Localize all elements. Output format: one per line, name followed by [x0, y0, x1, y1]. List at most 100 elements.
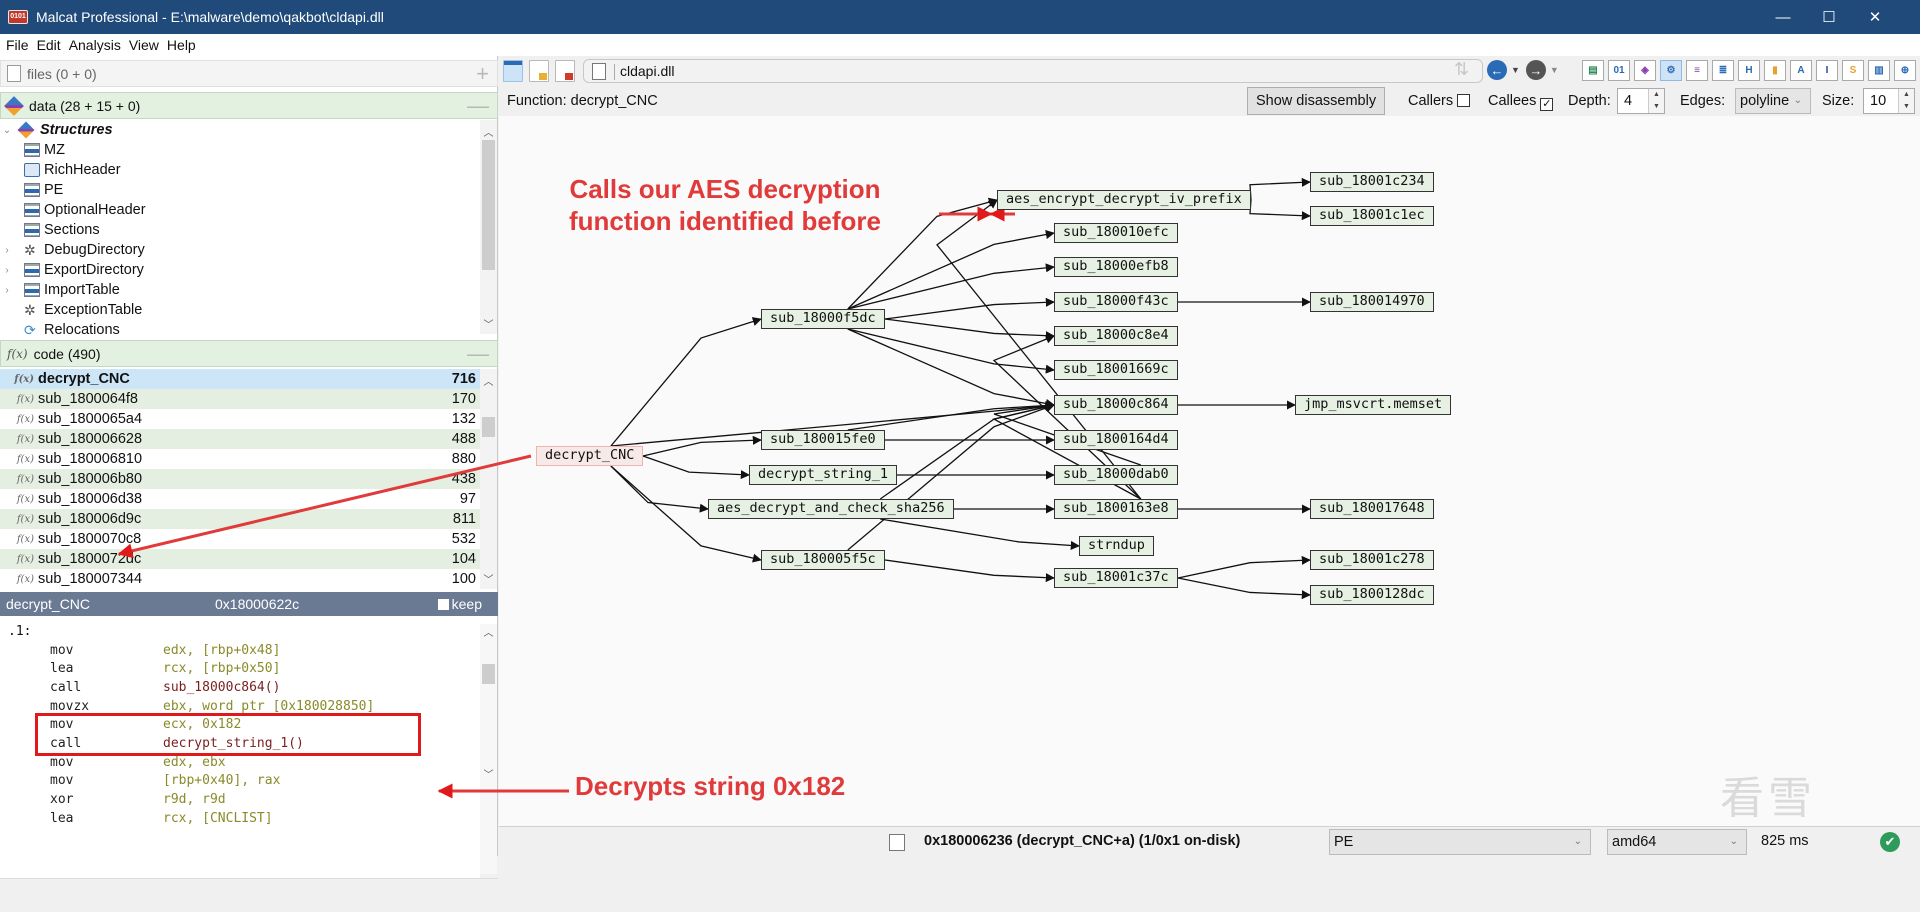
- graph-node[interactable]: sub_18000dab0: [1054, 465, 1178, 485]
- header-icon[interactable]: H: [1738, 60, 1760, 81]
- graph-node[interactable]: sub_1800164d4: [1054, 430, 1178, 450]
- structure-icon[interactable]: ◈: [1634, 60, 1656, 81]
- scrollbar-thumb[interactable]: [482, 664, 495, 684]
- collapse-data-button[interactable]: —: [467, 92, 489, 118]
- text-icon[interactable]: I: [1816, 60, 1838, 81]
- graph-node[interactable]: sub_18001c234: [1310, 172, 1434, 192]
- graph-node[interactable]: sub_18001c1ec: [1310, 206, 1434, 226]
- source-icon[interactable]: ≣: [1712, 60, 1734, 81]
- file-format-select[interactable]: PE⌄: [1329, 829, 1591, 855]
- tree-item[interactable]: PE: [0, 180, 480, 200]
- graph-node-root[interactable]: decrypt_CNC: [536, 446, 644, 466]
- asm-operands[interactable]: sub_18000c864(): [163, 679, 281, 695]
- show-disassembly-button[interactable]: Show disassembly: [1247, 87, 1386, 115]
- keep-checkbox[interactable]: keep: [437, 596, 482, 612]
- callers-toggle[interactable]: Callers: [1408, 93, 1471, 109]
- callees-toggle[interactable]: Callees✓: [1488, 93, 1554, 111]
- tree-item-structures[interactable]: ⌄ Structures: [0, 120, 480, 140]
- spinner-arrows-icon[interactable]: ▲▼: [1648, 89, 1664, 113]
- sort-arrows-icon[interactable]: ⇅: [1454, 59, 1470, 79]
- scroll-down-icon[interactable]: ﹀: [483, 770, 494, 781]
- graph-node[interactable]: decrypt_string_1: [749, 465, 898, 485]
- graph-node[interactable]: jmp_msvcrt.memset: [1295, 395, 1452, 415]
- graph-node[interactable]: sub_180010efc: [1054, 223, 1178, 243]
- minimize-button[interactable]: —: [1775, 8, 1791, 26]
- menu-analysis[interactable]: Analysis: [68, 37, 121, 53]
- graph-node[interactable]: aes_encrypt_decrypt_iv_prefix: [997, 190, 1251, 210]
- code-section-header[interactable]: f(x) code (490) —: [0, 340, 498, 367]
- callers-checkbox[interactable]: [1457, 94, 1471, 107]
- edges-select[interactable]: polyline⌄: [1735, 88, 1811, 114]
- tree-item[interactable]: OptionalHeader: [0, 200, 480, 220]
- add-file-button[interactable]: +: [476, 60, 489, 86]
- close-button[interactable]: ✕: [1868, 9, 1882, 26]
- callees-checkbox[interactable]: ✓: [1540, 98, 1554, 111]
- summary-icon[interactable]: ▤: [1582, 60, 1604, 81]
- globe-icon[interactable]: ⊕: [1894, 60, 1916, 81]
- forward-dropdown-icon[interactable]: ▼: [1549, 65, 1559, 75]
- strings-icon[interactable]: A: [1790, 60, 1812, 81]
- graph-node[interactable]: sub_180017648: [1310, 499, 1434, 519]
- forward-arrow-icon[interactable]: →: [1525, 60, 1546, 80]
- checkbox-icon[interactable]: [437, 598, 449, 610]
- graph-node[interactable]: sub_180005f5c: [761, 550, 885, 570]
- scroll-up-icon[interactable]: ︿: [483, 377, 494, 388]
- structures-scrollbar[interactable]: ︿ ﹀: [480, 120, 497, 334]
- scrollbar-thumb[interactable]: [482, 140, 495, 270]
- close-file-icon[interactable]: [555, 60, 575, 82]
- chevron-right-icon[interactable]: ›: [5, 264, 9, 276]
- graph-node[interactable]: sub_18000f5dc: [761, 309, 885, 329]
- file-tab[interactable]: cldapi.dll: [583, 59, 1483, 83]
- disasm-icon[interactable]: ≡: [1686, 60, 1708, 81]
- tree-item[interactable]: ✲ExceptionTable: [0, 300, 480, 320]
- graph-node[interactable]: sub_18000f43c: [1054, 292, 1178, 312]
- graph-icon[interactable]: ⚙: [1660, 60, 1682, 81]
- graph-node[interactable]: sub_18001c37c: [1054, 568, 1178, 588]
- data-section-header[interactable]: data (28 + 15 + 0) —: [0, 92, 498, 119]
- graph-node[interactable]: sub_1800128dc: [1310, 585, 1434, 605]
- collapse-code-button[interactable]: —: [467, 340, 489, 366]
- depth-value[interactable]: 4: [1624, 93, 1633, 109]
- spinner-arrows-icon[interactable]: ▲▼: [1898, 89, 1914, 113]
- graph-node[interactable]: sub_18001c278: [1310, 550, 1434, 570]
- scroll-down-icon[interactable]: ﹀: [483, 320, 494, 331]
- graph-node[interactable]: sub_180014970: [1310, 292, 1434, 312]
- graph-node[interactable]: sub_18001669c: [1054, 360, 1178, 380]
- open-file-icon[interactable]: [529, 60, 549, 82]
- back-to-panel-icon[interactable]: [503, 60, 523, 82]
- hex-icon[interactable]: 01: [1608, 60, 1630, 81]
- back-dropdown-icon[interactable]: ▼: [1511, 65, 1520, 75]
- graph-node[interactable]: strndup: [1079, 536, 1154, 556]
- size-spinner[interactable]: 10 ▲▼: [1863, 88, 1915, 114]
- scrollbar-thumb[interactable]: [482, 417, 495, 437]
- size-value[interactable]: 10: [1870, 93, 1887, 109]
- asm-label-row[interactable]: .1:: [0, 622, 480, 641]
- graph-node[interactable]: aes_decrypt_and_check_sha256: [708, 499, 954, 519]
- tree-item[interactable]: ›ImportTable: [0, 280, 480, 300]
- menu-view[interactable]: View: [128, 37, 159, 53]
- menu-help[interactable]: Help: [166, 37, 196, 53]
- files-section-header[interactable]: files (0 + 0) +: [0, 60, 498, 87]
- graph-node[interactable]: sub_18000efb8: [1054, 257, 1178, 277]
- chevron-right-icon[interactable]: ›: [5, 284, 9, 296]
- chevron-down-icon[interactable]: ⌄: [2, 124, 12, 136]
- chevron-right-icon[interactable]: ›: [5, 244, 9, 256]
